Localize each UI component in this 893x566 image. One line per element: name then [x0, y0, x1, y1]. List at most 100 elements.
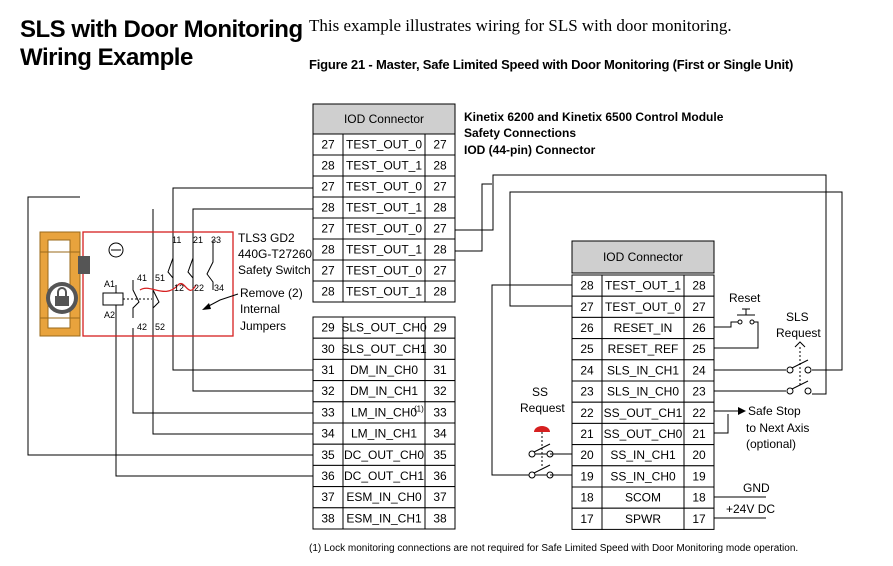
signal-name: TEST_OUT_1	[346, 201, 422, 215]
term-34: 34	[214, 283, 224, 293]
ss-request-line2: Request	[520, 401, 565, 415]
pin-number-left: 18	[580, 491, 594, 505]
signal-name: DC_OUT_CH1	[344, 469, 424, 483]
pin-number-left: 27	[321, 264, 335, 278]
signal-name: SS_IN_CH1	[610, 448, 676, 462]
pin-number-left: 28	[580, 279, 594, 293]
term-51: 51	[155, 273, 165, 283]
pin-number-right: 27	[433, 264, 447, 278]
pin-number-left: 27	[580, 300, 594, 314]
pin-number-left: 38	[321, 511, 335, 525]
pin-number-right: 37	[433, 490, 447, 504]
safe-stop-line3: (optional)	[746, 437, 796, 451]
signal-name: DM_IN_CH1	[350, 384, 418, 398]
pin-number-right: 28	[692, 279, 706, 293]
signal-name: TEST_OUT_0	[605, 300, 681, 314]
lock-icon-body	[55, 296, 69, 306]
signal-name: TEST_OUT_0	[346, 138, 422, 152]
pin-number-left: 28	[321, 243, 335, 257]
pin-number-right: 35	[433, 448, 447, 462]
left-connector-header: IOD Connector	[344, 112, 424, 126]
door-actuator	[78, 256, 90, 274]
wire-lm-ch0	[132, 328, 313, 414]
pin-number-right: 21	[692, 427, 706, 441]
ss-request-label: SS Request	[520, 385, 565, 415]
wire-right-27	[509, 191, 843, 371]
page-heading-line2: Wiring Example	[20, 44, 193, 71]
signal-name: TEST_OUT_1	[346, 285, 422, 299]
pin-cell	[424, 507, 456, 530]
pin-number-right: 30	[433, 342, 447, 356]
figure-caption: Figure 21 - Master, Safe Limited Speed w…	[309, 57, 794, 72]
pin-number-left: 26	[580, 321, 594, 335]
term-42: 42	[137, 322, 147, 332]
jumper-label: Remove (2) Internal Jumpers	[240, 286, 303, 333]
pin-number-right: 28	[433, 201, 447, 215]
ss-request-switch	[528, 432, 572, 479]
term-a1: A1	[104, 279, 115, 289]
wire-dc-ch0	[27, 196, 313, 456]
pin-number-right: 26	[692, 321, 706, 335]
pin-number-right: 20	[692, 448, 706, 462]
v24-label: +24V DC	[726, 502, 775, 516]
switch-contacts	[132, 243, 214, 318]
wire-dc-ch1	[115, 310, 313, 477]
gnd-label: GND	[743, 481, 770, 495]
door-graphic	[39, 231, 90, 337]
contact-33-34	[206, 250, 214, 290]
signal-name: TEST_OUT_1	[605, 279, 681, 293]
module-title-line3: IOD (44-pin) Connector	[464, 143, 596, 157]
jumper-label-line2: Internal	[240, 302, 280, 316]
pin-number-left: 21	[580, 427, 594, 441]
signal-name: SLS_OUT_CH1	[341, 342, 427, 356]
pin-number-right: 38	[433, 511, 447, 525]
right_connector-row: 28 TEST_OUT_1 28	[571, 274, 715, 297]
signal-name: LM_IN_CH1	[351, 427, 417, 441]
safe-stop-line1: Safe Stop	[748, 404, 801, 418]
signal-name: RESET_IN	[614, 321, 673, 335]
signal-name: DC_OUT_CH0	[344, 448, 424, 462]
page-heading: SLS with Door Monitoring Wiring Example	[20, 16, 303, 72]
wire-reset-ref	[714, 321, 759, 349]
left_connector-row: 38 ESM_IN_CH1 38	[312, 507, 456, 530]
footnote: (1) Lock monitoring connections are not …	[309, 543, 799, 554]
reset-label: Reset	[729, 291, 761, 305]
right-connector-header-bg	[571, 240, 715, 274]
signal-name: ESM_IN_CH0	[346, 490, 422, 504]
pin-number-right: 32	[433, 384, 447, 398]
jumper-label-line3: Jumpers	[240, 319, 286, 333]
sls-request-line1: SLS	[786, 310, 809, 324]
signal-name: SS_OUT_CH1	[604, 406, 683, 420]
pin-number-left: 24	[580, 363, 594, 377]
pin-number-right: 22	[692, 406, 706, 420]
pin-number-left: 32	[321, 384, 335, 398]
reset-contact-b	[749, 319, 755, 325]
signal-name: SS_IN_CH0	[610, 469, 676, 483]
pin-number-left: 35	[321, 448, 335, 462]
pin-number-left: 33	[321, 405, 335, 419]
pin-number-right: 28	[433, 159, 447, 173]
pin-number-right: 27	[433, 180, 447, 194]
pin-number-right: 28	[433, 243, 447, 257]
signal-name: ESM_IN_CH1	[346, 511, 422, 525]
reset-pushbutton	[737, 308, 755, 325]
pin-number-left: 27	[321, 180, 335, 194]
jumper-pointer	[204, 293, 239, 309]
